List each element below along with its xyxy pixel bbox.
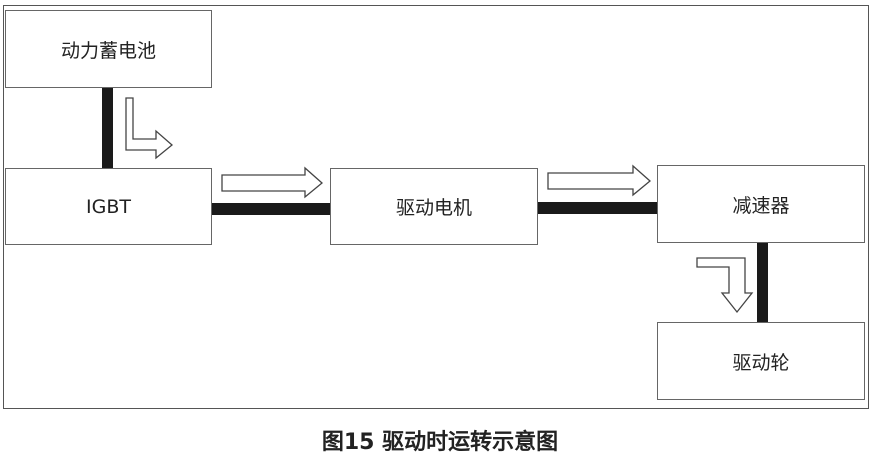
node-motor: 驱动电机 [330, 168, 538, 245]
diagram-frame [3, 5, 869, 409]
node-battery-label: 动力蓄电池 [60, 39, 156, 62]
node-battery: 动力蓄电池 [5, 10, 212, 88]
flow-arrow-battery-to-igbt [125, 97, 174, 160]
node-wheel-label: 驱动轮 [732, 351, 790, 374]
node-wheel: 驱动轮 [657, 322, 865, 400]
connector-igbt-motor [212, 203, 330, 215]
connector-battery-igbt [102, 88, 113, 168]
node-reducer-label: 减速器 [732, 194, 790, 217]
node-motor-label: 驱动电机 [395, 197, 472, 219]
node-igbt: IGBT [5, 168, 212, 245]
node-reducer: 减速器 [657, 165, 865, 243]
flow-arrow-reducer-to-wheel [696, 257, 754, 314]
connector-motor-reducer [538, 202, 657, 214]
flow-arrow-igbt-to-motor [221, 166, 324, 199]
flow-arrow-motor-to-reducer [547, 164, 652, 197]
figure-caption: 图15 驱动时运转示意图 [321, 430, 559, 455]
node-igbt-label: IGBT [86, 195, 131, 218]
connector-reducer-wheel [757, 243, 768, 322]
